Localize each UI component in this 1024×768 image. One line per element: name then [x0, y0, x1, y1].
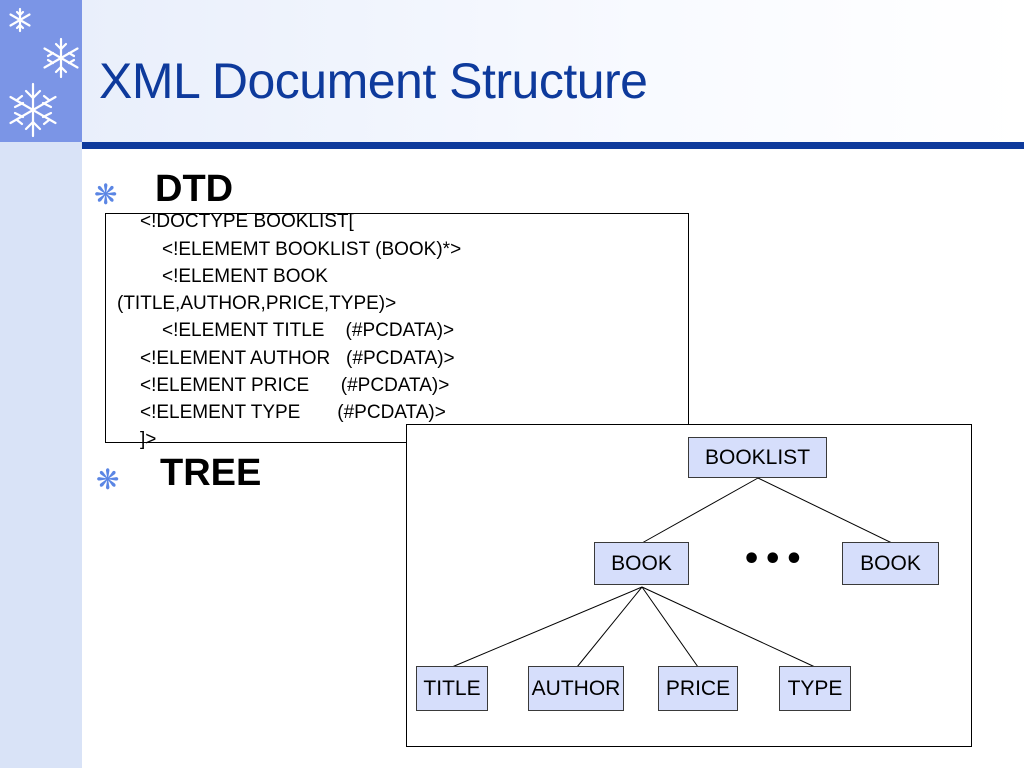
dtd-line: <!ELEMENT TYPE (#PCDATA)>	[140, 402, 446, 423]
node-type: TYPE	[779, 666, 851, 711]
edge-book-price	[641, 586, 699, 668]
sidebar-snowflake-panel	[0, 0, 82, 142]
snowflake-icons	[9, 7, 79, 138]
ellipsis: •••	[742, 542, 806, 577]
node-author: AUTHOR	[528, 666, 624, 711]
bullet-label-dtd: DTD	[155, 168, 234, 210]
snowflake-bullet-icon: ❋	[94, 178, 118, 211]
edge-booklist-book1	[641, 477, 759, 544]
header-band	[82, 0, 1024, 142]
edge-book-type	[641, 586, 816, 668]
node-book: BOOK	[842, 542, 939, 585]
title-underline	[82, 142, 1024, 149]
dtd-line: <!ELEMEMT BOOKLIST (BOOK)*>	[162, 239, 462, 260]
edge-book-title	[451, 586, 643, 668]
dtd-line: <!DOCTYPE BOOKLIST[	[140, 211, 354, 232]
snowflake-icon	[9, 82, 57, 138]
dtd-line: ]>	[140, 429, 157, 450]
dtd-code-box	[105, 213, 689, 443]
node-price: PRICE	[658, 666, 738, 711]
dtd-line: (TITLE,AUTHOR,PRICE,TYPE)>	[117, 293, 397, 314]
bullet-label-tree: TREE	[160, 452, 262, 494]
slide-title: XML Document Structure	[99, 53, 648, 109]
edge-booklist-book2	[757, 477, 893, 544]
edge-book-author	[576, 586, 643, 668]
node-book: BOOK	[594, 542, 689, 585]
dtd-line: <!ELEMENT TITLE (#PCDATA)>	[162, 320, 455, 341]
dtd-line: <!ELEMENT PRICE (#PCDATA)>	[140, 375, 450, 396]
snowflake-bullet-icon: ❋	[96, 463, 120, 496]
snowflake-icon	[43, 37, 79, 79]
dtd-line: <!ELEMENT BOOK	[162, 266, 328, 287]
dtd-line: <!ELEMENT AUTHOR (#PCDATA)>	[140, 348, 455, 369]
snowflake-icon	[9, 7, 31, 33]
tree-connector-lines	[451, 477, 893, 668]
node-booklist: BOOKLIST	[688, 437, 827, 478]
node-title: TITLE	[416, 666, 488, 711]
